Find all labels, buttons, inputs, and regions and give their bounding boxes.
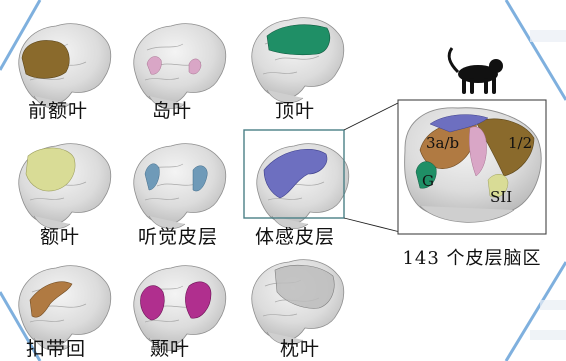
detail-label-12: 1/2 <box>508 134 532 152</box>
label-prefrontal: 前额叶 <box>28 96 88 123</box>
label-temporal: 颞叶 <box>150 334 190 361</box>
callout-connectors <box>344 102 400 232</box>
hexagon-edge-right-top <box>506 0 566 100</box>
region-prefrontal-patch <box>22 41 69 79</box>
detail-label-g: G <box>422 172 434 190</box>
monkey-silhouette-icon <box>449 48 503 94</box>
brain-parietal <box>252 18 344 103</box>
detail-caption: 143 个皮层脑区 <box>402 244 541 270</box>
detail-label-sii: SII <box>490 188 512 206</box>
label-frontal: 额叶 <box>40 222 80 249</box>
label-parietal: 顶叶 <box>275 96 315 123</box>
label-auditory: 听觉皮层 <box>138 222 218 249</box>
label-insula: 岛叶 <box>152 96 192 123</box>
hexagon-edge-right-bottom <box>506 262 566 361</box>
brain-frontal <box>19 144 111 229</box>
brain-somatosensory <box>257 144 349 229</box>
label-somatosensory: 体感皮层 <box>255 222 335 249</box>
brain-occipital <box>252 260 344 345</box>
detail-label-3ab: 3a/b <box>426 134 459 152</box>
detail-brain <box>405 108 542 223</box>
label-cingulate: 扣带回 <box>26 334 86 361</box>
brain-auditory <box>134 144 226 229</box>
label-occipital: 枕叶 <box>280 334 320 361</box>
